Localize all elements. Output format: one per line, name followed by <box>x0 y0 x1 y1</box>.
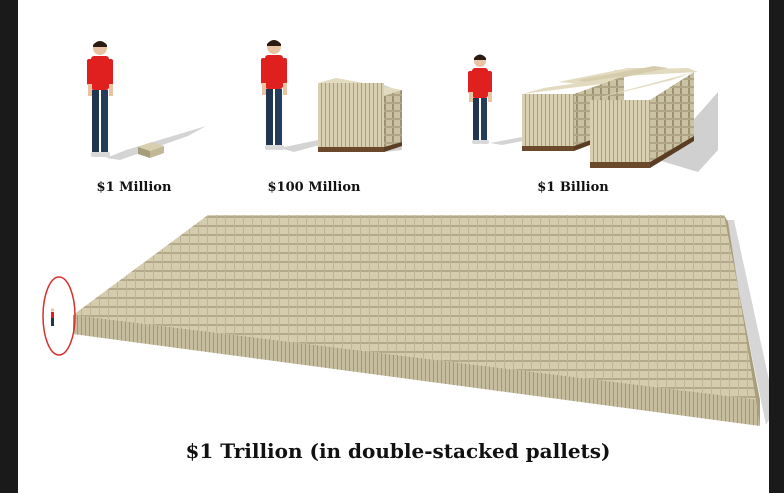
money-stack-icon <box>138 142 164 158</box>
trillion-front-face <box>73 315 760 426</box>
trillion-scene <box>42 215 769 426</box>
caption-one-million: $1 Million <box>96 180 172 195</box>
person-figure-icon <box>87 41 113 157</box>
money-pallet-icon <box>558 66 698 84</box>
caption-one-hundred-million: $100 Million <box>267 180 361 195</box>
person-shadow <box>280 140 330 152</box>
billion-scene <box>468 54 718 172</box>
person-shadow <box>106 126 206 160</box>
person-figure-icon <box>468 54 492 144</box>
person-figure-icon <box>261 40 287 150</box>
money-pallet-icon <box>318 78 402 152</box>
money-pallet-icon <box>590 72 694 168</box>
caption-one-billion: $1 Billion <box>537 180 609 195</box>
hundred-million-scene <box>261 40 402 152</box>
highlight-circle-icon <box>42 276 76 356</box>
caption-one-trillion: $1 Trillion (in double-stacked pallets) <box>185 439 611 463</box>
million-scene <box>87 41 206 160</box>
person-figure-icon <box>50 308 55 326</box>
infographic-canvas: $1 Million $100 Million $1 Billion $1 Tr… <box>18 0 769 493</box>
trillion-top-surface <box>73 215 760 400</box>
illustration <box>42 40 769 426</box>
